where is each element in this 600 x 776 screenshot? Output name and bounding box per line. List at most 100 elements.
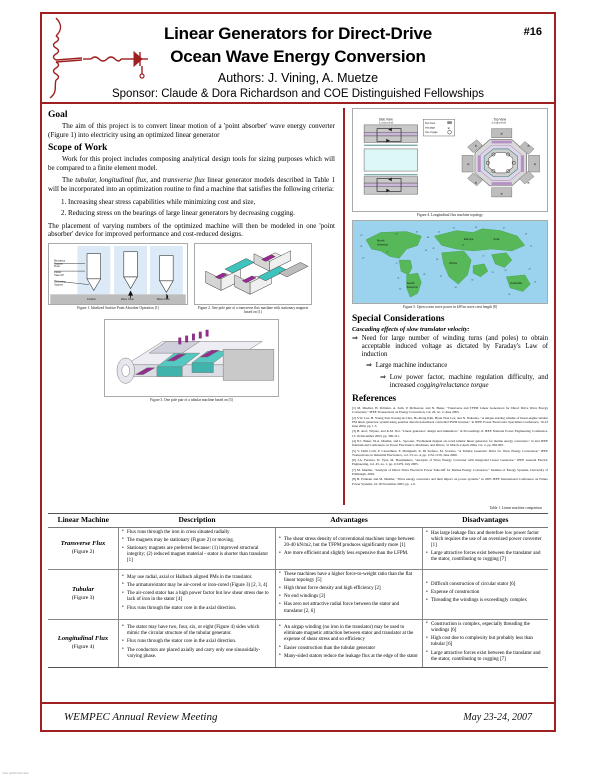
svg-text:(Longitudinal): (Longitudinal): [492, 122, 507, 125]
poster-title-line2: Ocean Wave Energy Conversion: [170, 47, 426, 66]
machine-name-cell: Tubular (Figure 3): [48, 569, 119, 620]
figure-3: Figure 3. One pole pair of a tubular mac…: [104, 318, 279, 402]
svg-text:Take-Off: Take-Off: [54, 274, 64, 277]
svg-text:12: 12: [482, 256, 484, 258]
poster-body: Goal The aim of this project is to conve…: [40, 104, 556, 704]
longitudinal-flux-topology-diagram: Side View (Longitudinal) Flux lines Into…: [353, 111, 547, 209]
svg-text:20: 20: [505, 271, 507, 273]
svg-text:✕: ✕: [474, 181, 477, 185]
special-item-3-lead: Low power factor, machine regulation dif…: [389, 373, 548, 389]
figure-2: Figure 2. One pole pair of a transverse …: [194, 242, 312, 315]
machine-figure-ref: (Figure 2): [71, 549, 95, 556]
disadvantage-item: Expense of construction: [426, 590, 545, 596]
svg-text:✕: ✕: [500, 192, 503, 196]
scope-paragraph-1: Work for this project includes composing…: [48, 155, 335, 172]
machine-name-cell: Longitudinal Flux (Figure 4): [48, 619, 119, 669]
description-item: The conductors are placed axially and ca…: [122, 647, 272, 660]
svg-text:27: 27: [386, 252, 388, 254]
reference-item: [3] H. Arof, Wijono, and K.M. Nor, "Line…: [352, 429, 548, 438]
table-header-description: Description: [118, 513, 276, 528]
special-considerations-heading: Special Considerations: [352, 313, 445, 324]
svg-text:Anchoring: Anchoring: [54, 281, 66, 284]
svg-text:16: 16: [525, 234, 527, 236]
disadvantage-item: Large attractive forces exist between th…: [426, 650, 545, 663]
svg-text:26: 26: [395, 234, 397, 236]
svg-text:25: 25: [534, 282, 536, 284]
svg-text:Into page: Into page: [425, 127, 436, 130]
scope-p2-italic-2: transverse flux: [162, 176, 205, 185]
figure-4-caption: Figure 4. Longitudinal flux machine topo…: [417, 213, 483, 217]
svg-text:52: 52: [438, 232, 440, 234]
advantages-cell: An airgap winding (no iron in the transl…: [275, 619, 423, 669]
svg-text:Wave Crest: Wave Crest: [157, 298, 170, 301]
svg-text:17: 17: [395, 263, 397, 265]
poster: #16 Linear Generators for Direct-Drive O…: [40, 12, 556, 760]
poster-number: #16: [523, 26, 542, 38]
advantages-cell: The shear stress density of conventional…: [275, 527, 423, 570]
criteria-item: Increasing shear stress capabilities whi…: [68, 198, 335, 207]
arrow-icon: ⇒: [366, 362, 372, 370]
figure-5-caption: Figure 5. Open ocean wave power in kW/m …: [402, 305, 497, 310]
advantage-item: Easier construction than the tubular gen…: [279, 645, 419, 652]
description-item: The air-cored stator has a high power fa…: [122, 591, 272, 603]
description-item: Flux runs through the iron in cross situ…: [122, 529, 272, 536]
disadvantage-item: Threading the windings is exceedingly co…: [426, 598, 545, 604]
description-item: Stationary magnets are preferred because…: [122, 546, 272, 565]
disadvantage-item: Difficult construction of circular stato…: [426, 581, 545, 588]
svg-text:24: 24: [425, 250, 427, 252]
table-row: Transverse Flux (Figure 2) Flux runs thr…: [48, 527, 548, 570]
svg-text:20: 20: [462, 245, 464, 247]
svg-text:Support: Support: [54, 262, 63, 265]
poster-footer: WEMPEC Annual Review Meeting May 23-24, …: [40, 704, 556, 732]
svg-text:North: North: [377, 239, 385, 243]
special-item-3-text: Low power factor, machine regulation dif…: [390, 374, 548, 390]
svg-text:Position: Position: [87, 298, 97, 301]
machine-name: Transverse Flux: [60, 539, 106, 547]
svg-text:48: 48: [427, 237, 429, 239]
svg-text:Wave Crest: Wave Crest: [121, 298, 134, 301]
svg-text:✕: ✕: [474, 144, 477, 148]
reference-item: [7] M. Mueller, "Analysis of Direct Driv…: [352, 467, 548, 476]
scope-p2-c: linear generator models described in Tab…: [48, 176, 336, 193]
table-header-disadvantages: Disadvantages: [422, 513, 548, 528]
tubular-machine-diagram: [106, 319, 277, 396]
svg-text:23: 23: [529, 269, 531, 271]
description-item: The stator may have two, four, six, or e…: [122, 624, 272, 637]
svg-text:America: America: [407, 285, 418, 289]
svg-text:28: 28: [423, 274, 425, 276]
advantage-item: Has zero net attractive radial force bet…: [279, 602, 419, 614]
svg-text:36: 36: [508, 295, 510, 297]
references-heading: References: [352, 394, 397, 405]
svg-text:Out of page: Out of page: [425, 131, 438, 134]
svg-text:41: 41: [397, 278, 399, 280]
disadvantage-item: Has large leakage flux and therefore low…: [426, 530, 545, 550]
figure-4: Side View (Longitudinal) Flux lines Into…: [352, 108, 548, 217]
scope-paragraph-2: The tubular, longitudinal flux, and tran…: [48, 176, 335, 193]
table-header-advantages: Advantages: [275, 513, 423, 528]
special-item-3-italic: cogging/reluctance torque: [417, 381, 489, 389]
scope-p2-a: The: [62, 176, 76, 185]
table-header-row: Linear Machine Description Advantages Di…: [48, 513, 548, 528]
poster-title-line1: Linear Generators for Direct-Drive: [163, 24, 433, 43]
advantage-item: Are more efficient and slightly less exp…: [279, 551, 419, 557]
svg-text:15: 15: [492, 272, 494, 274]
machine-name-cell: Transverse Flux (Figure 2): [48, 527, 119, 570]
svg-text:37: 37: [440, 276, 442, 278]
svg-text:Flux lines: Flux lines: [425, 122, 436, 125]
svg-text:Africa: Africa: [449, 261, 457, 265]
svg-text:43: 43: [416, 232, 418, 234]
svg-text:Australia: Australia: [510, 282, 522, 286]
svg-text:60: 60: [399, 289, 401, 291]
svg-text:✕: ✕: [447, 127, 450, 131]
scope-heading: Scope of Work: [48, 143, 108, 154]
svg-text:Float: Float: [54, 265, 60, 268]
svg-text:22: 22: [360, 236, 362, 238]
advantage-item: No end windings [2]: [279, 594, 419, 600]
poster-header: #16 Linear Generators for Direct-Drive O…: [40, 12, 556, 104]
svg-text:Europe: Europe: [464, 237, 474, 241]
right-column: Side View (Longitudinal) Flux lines Into…: [343, 108, 548, 505]
